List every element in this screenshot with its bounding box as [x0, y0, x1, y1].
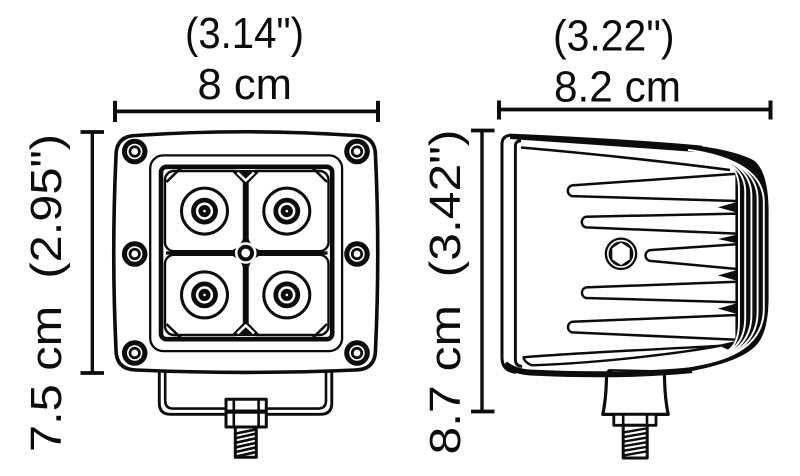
- svg-text:8 cm: 8 cm: [198, 61, 293, 109]
- svg-text:(3.14"): (3.14"): [185, 10, 304, 58]
- svg-text:(3.22"): (3.22"): [553, 13, 675, 61]
- svg-text:7.5 cm (2.95"): 7.5 cm (2.95"): [23, 134, 71, 452]
- svg-text:8.7 cm (3.42"): 8.7 cm (3.42"): [422, 130, 470, 455]
- svg-text:8.2 cm: 8.2 cm: [554, 64, 681, 112]
